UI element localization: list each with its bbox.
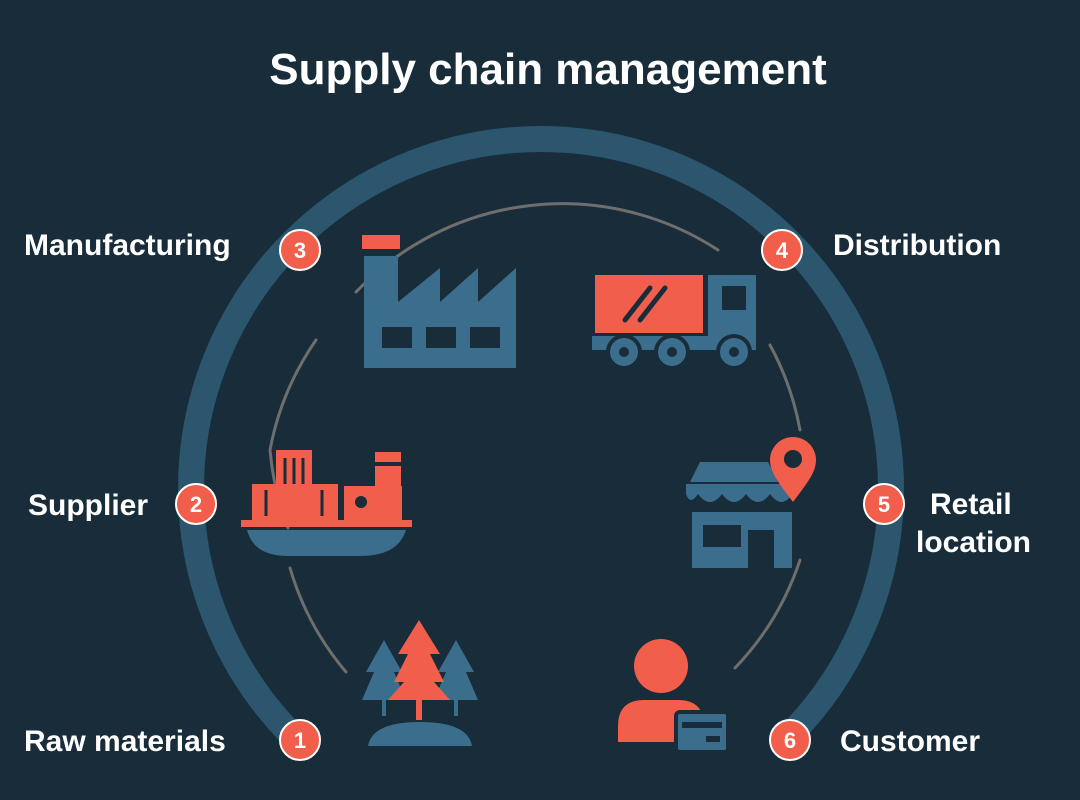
step-number-5: 5 [878,492,890,517]
step-number-6: 6 [784,728,796,753]
step-badge-3: 3 [279,229,321,271]
delivery-truck-icon [592,275,756,370]
inner-arcs [268,202,802,674]
trees-icon [362,620,478,746]
inner-arc-top [354,202,720,294]
store-location-icon [686,437,816,568]
step-number-3: 3 [294,238,306,263]
step-label-distribution: Distribution [833,229,1001,262]
step-label-raw-materials: Raw materials [24,725,226,758]
inner-arc-bottom-left [288,566,348,674]
page-title: Supply chain management [269,45,827,94]
step-label-retail-line1: Retail [930,488,1012,521]
cargo-ship-icon [241,450,412,556]
step-number-4: 4 [776,238,789,263]
step-badge-5: 5 [863,483,905,525]
step-badge-4: 4 [761,229,803,271]
step-label-manufacturing: Manufacturing [24,229,231,262]
inner-arc-right-bottom [733,558,802,670]
inner-arc-right-top [768,343,802,432]
step-label-customer: Customer [840,725,980,758]
step-label-supplier: Supplier [28,489,148,522]
step-badge-2: 2 [175,483,217,525]
step-label-retail-line2: location [916,526,1031,559]
step-badge-1: 1 [279,719,321,761]
customer-card-icon [618,639,730,754]
factory-icon [362,235,516,368]
step-badge-6: 6 [769,719,811,761]
step-number-2: 2 [190,492,202,517]
step-number-1: 1 [294,728,306,753]
